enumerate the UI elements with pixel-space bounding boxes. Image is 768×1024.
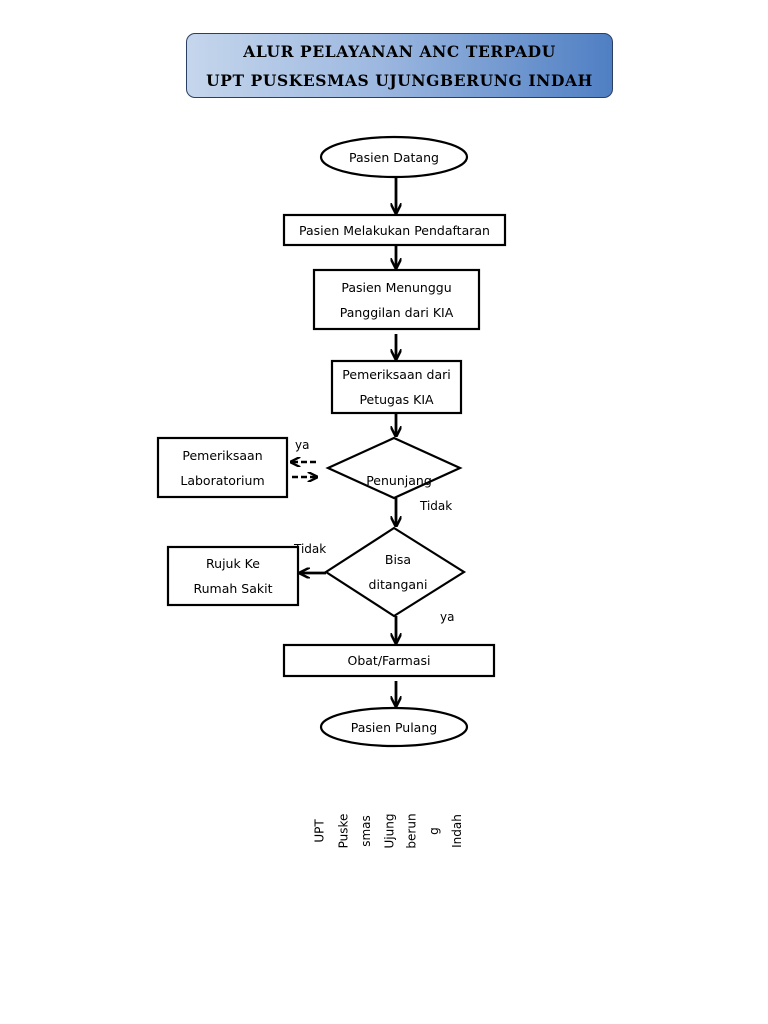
handle-decision-diamond	[323, 526, 467, 618]
end-oval	[319, 706, 469, 748]
referral-label: Rujuk Ke Rumah Sakit	[193, 556, 273, 596]
waiting-box	[312, 268, 481, 331]
footer-column-1: UPT	[313, 819, 328, 843]
exam-box	[330, 359, 463, 415]
title-line-1: ALUR PELAYANAN ANC TERPADU	[243, 41, 556, 61]
footer-column-4: Ujung	[382, 813, 397, 849]
footer-column-2: Puske	[336, 813, 351, 849]
edge-label-handle-yes: ya	[440, 610, 455, 624]
start-oval	[319, 135, 469, 179]
footer-column-7: Indah	[450, 814, 465, 848]
lab-label: Pemeriksaan Laboratorium	[180, 447, 265, 488]
exam-label: Pemeriksaan dari Petugas KIA	[342, 367, 451, 407]
waiting-label: Pasien Menunggu Panggilan dari KIA	[339, 279, 454, 320]
pharmacy-label: Obat/Farmasi	[347, 653, 431, 668]
footer-column-3: smas	[359, 815, 374, 847]
title-banner: ALUR PELAYANAN ANC TERPADU UPT PUSKESMAS…	[186, 33, 613, 98]
start-label: Pasien Datang	[349, 149, 439, 165]
end-label: Pasien Pulang	[350, 719, 438, 735]
edge-label-support-yes: ya	[295, 438, 310, 452]
edge-label-handle-no: Tidak	[294, 542, 327, 556]
referral-box	[166, 545, 300, 607]
pharmacy-box	[282, 643, 496, 678]
support-decision-label: Penunjang	[366, 472, 432, 488]
handle-decision-label: Bisa ditangani	[368, 552, 428, 592]
title-line-2: UPT PUSKESMAS UJUNGBERUNG INDAH	[206, 70, 593, 90]
registration-box	[282, 213, 507, 247]
support-decision-diamond	[325, 436, 463, 500]
edge-label-support-no: Tidak	[420, 499, 453, 513]
footer-column-5: berun	[405, 813, 419, 849]
lab-box	[156, 436, 289, 499]
footer-column-6: g	[427, 827, 441, 835]
registration-label: Pasien Melakukan Pendaftaran	[299, 222, 490, 238]
